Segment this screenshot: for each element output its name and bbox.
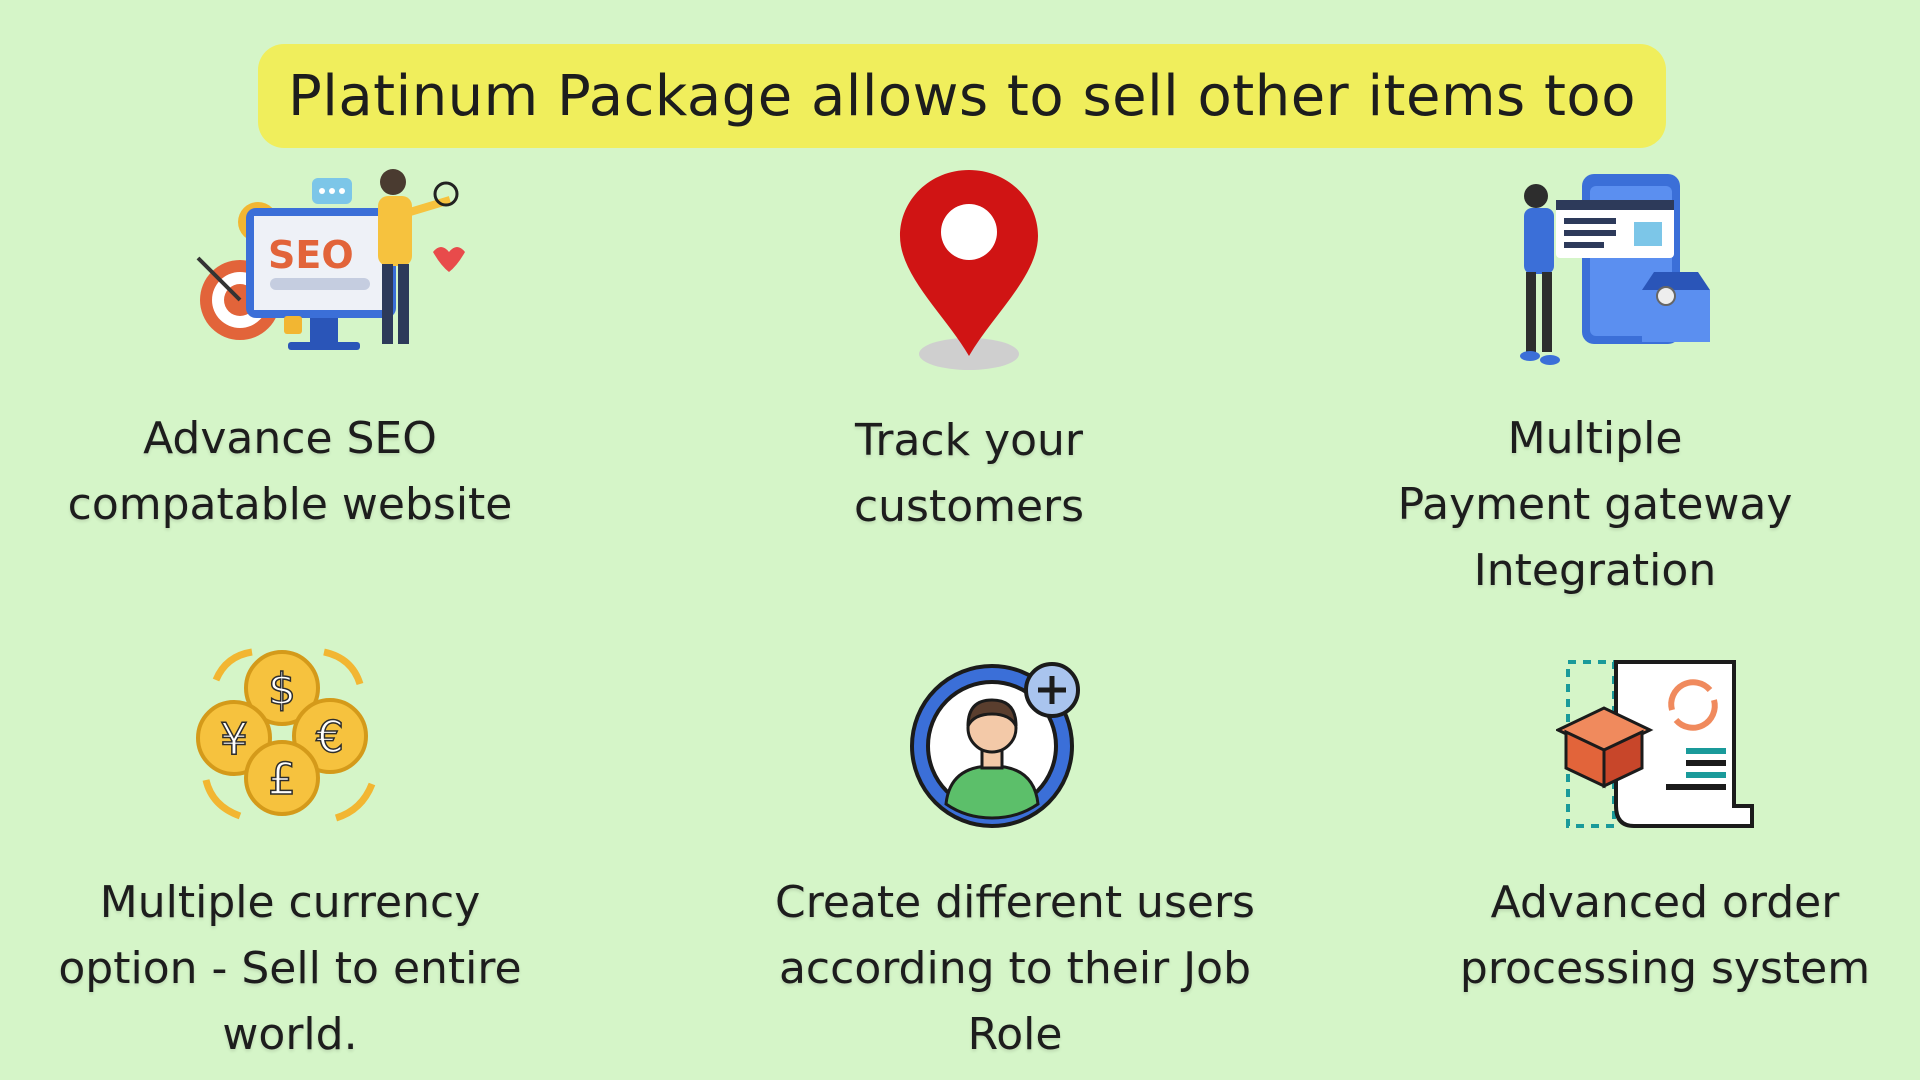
feature-label-users: Create different users according to thei… — [775, 877, 1255, 1060]
feature-label-seo: Advance SEO compatable website — [67, 413, 513, 530]
order-processing-icon — [1556, 660, 1754, 828]
dollar-symbol: $ — [268, 664, 296, 715]
payment-gateway-icon — [1520, 174, 1710, 365]
pound-symbol: £ — [268, 754, 296, 805]
euro-symbol: € — [316, 712, 344, 763]
seo-website-icon: SEO — [196, 169, 465, 350]
title-banner: Platinum Package allows to sell other it… — [258, 44, 1666, 148]
add-user-icon — [910, 662, 1080, 828]
multi-currency-icon: $ ¥ € £ — [196, 648, 376, 822]
seo-text: SEO — [268, 233, 354, 277]
location-pin-icon — [900, 170, 1038, 370]
feature-label-currency: Multiple currency option - Sell to entir… — [58, 877, 522, 1060]
page-title: Platinum Package allows to sell other it… — [288, 63, 1636, 129]
yen-symbol: ¥ — [220, 714, 248, 765]
feature-label-track: Track your customers — [853, 415, 1085, 532]
feature-label-orders: Advanced order processing system — [1459, 877, 1871, 994]
feature-label-payment: Multiple Payment gateway Integration — [1397, 413, 1793, 596]
